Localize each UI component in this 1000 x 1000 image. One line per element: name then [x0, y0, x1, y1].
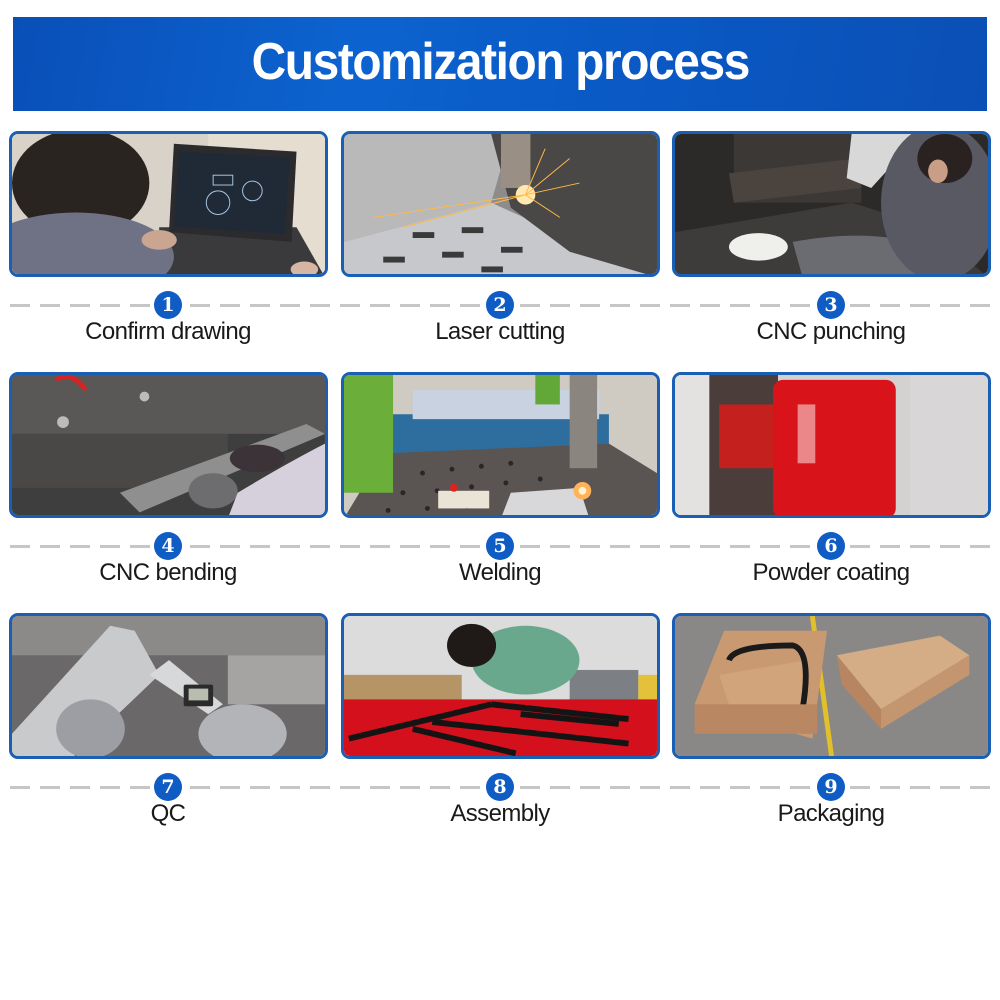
step-4-photo — [9, 372, 328, 518]
step-label: QC — [150, 800, 186, 827]
step-9-photo — [672, 613, 991, 759]
step-label: CNC punching — [756, 318, 906, 345]
step-number-badge: 6 — [817, 532, 845, 560]
step-8-photo — [341, 613, 660, 759]
cnc-bending-image — [12, 375, 325, 515]
packaging-image — [675, 616, 988, 756]
process-row-1: 1 2 3 Confirm drawing Laser cutting CNC … — [0, 131, 1000, 361]
step-label: Packaging — [777, 800, 885, 827]
step-label: Confirm drawing — [85, 318, 251, 345]
process-row-2: 4 5 6 CNC bending Welding Powder coating — [0, 372, 1000, 602]
step-label: Powder coating — [752, 559, 910, 586]
step-5-photo — [341, 372, 660, 518]
step-label: CNC bending — [99, 559, 237, 586]
step-1-photo — [9, 131, 328, 277]
step-label: Assembly — [450, 800, 550, 827]
laser-cutting-image — [344, 134, 657, 274]
step-number-badge: 2 — [486, 291, 514, 319]
step-3-photo — [672, 131, 991, 277]
step-number-badge: 1 — [154, 291, 182, 319]
step-label: Welding — [458, 559, 542, 586]
step-7-photo — [9, 613, 328, 759]
welding-image — [344, 375, 657, 515]
assembly-image — [344, 616, 657, 756]
step-number-badge: 9 — [817, 773, 845, 801]
step-number-badge: 4 — [154, 532, 182, 560]
step-label: Laser cutting — [435, 318, 565, 345]
step-6-photo — [672, 372, 991, 518]
step-number-badge: 3 — [817, 291, 845, 319]
engineer-laptop-image — [12, 134, 325, 274]
process-row-3: 7 8 9 QC Assembly Packaging — [0, 613, 1000, 843]
qc-caliper-image — [12, 616, 325, 756]
step-number-badge: 8 — [486, 773, 514, 801]
page-title: Customization process — [251, 33, 750, 91]
powder-coating-image — [675, 375, 988, 515]
step-2-photo — [341, 131, 660, 277]
cnc-punching-image — [675, 134, 988, 274]
title-banner: Customization process — [13, 17, 987, 111]
step-number-badge: 5 — [486, 532, 514, 560]
step-number-badge: 7 — [154, 773, 182, 801]
